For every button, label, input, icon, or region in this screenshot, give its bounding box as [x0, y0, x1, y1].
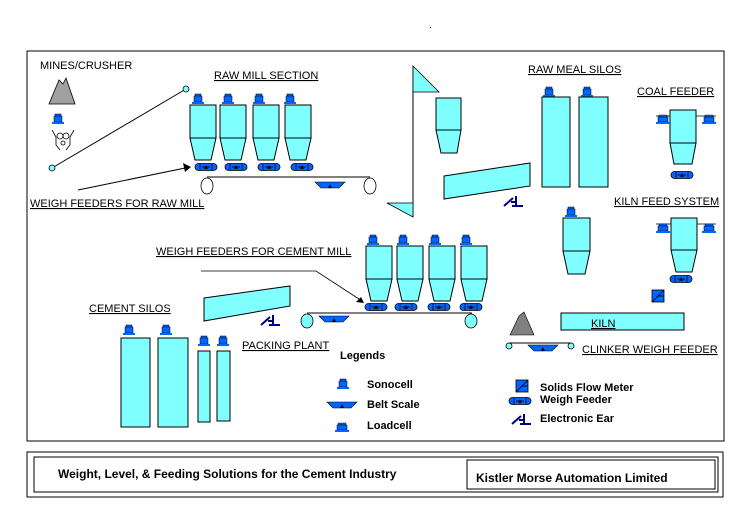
raw-meal-silo-1 [541, 96, 571, 188]
cyclone-hopper [435, 97, 462, 154]
legend-label-solids-flow-meter: Solids Flow Meter [540, 382, 634, 394]
kiln [560, 312, 685, 331]
legend-title: Legends [340, 350, 385, 362]
diagram-frame [26, 50, 725, 442]
legend-label-electronic-ear: Electronic Ear [540, 413, 615, 425]
solids-flow-meter-kiln [651, 289, 665, 303]
elevator-bottom-chute [386, 202, 414, 218]
sonocell-crusher [51, 113, 65, 125]
legend-label-belt-scale: Belt Scale [367, 399, 420, 411]
crusher [51, 129, 75, 151]
company-box [466, 459, 716, 490]
clinker-pile [509, 311, 535, 336]
label-kiln-feed-system: KILN FEED SYSTEM [614, 196, 719, 208]
cement-mill-weigh-feeders [364, 303, 483, 311]
inclined-conveyor [51, 88, 187, 169]
label-cement-silos: CEMENT SILOS [89, 303, 171, 315]
cement-mill-hoppers [365, 245, 488, 302]
label-clinker-weigh-feeder: CLINKER WEIGH FEEDER [582, 344, 718, 356]
weigh-feeder-kiln [669, 275, 693, 283]
loadcell-kiln-left [655, 223, 671, 233]
sonocell-raw-meal-1 [542, 86, 556, 98]
belt-scale-cement-mill [318, 315, 350, 323]
raw-mill-hoppers [189, 104, 312, 161]
footer-company: Kistler Morse Automation Limited [476, 471, 668, 485]
airslide-raw-meal [443, 162, 531, 200]
packing-bin-2 [216, 350, 231, 422]
legend-label-loadcell: Loadcell [367, 420, 412, 432]
cement-mill-sonocells [366, 234, 473, 246]
footer-tagline: Weight, Level, & Feeding Solutions for t… [58, 467, 397, 481]
raw-meal-silo-2 [578, 96, 609, 188]
kiln-feed-hopper [656, 217, 716, 273]
label-packing-plant: PACKING PLANT [242, 340, 329, 352]
belt-scale-raw-mill [314, 181, 346, 189]
sonocell-cement-silo-2 [159, 324, 173, 336]
label-raw-meal-silos: RAW MEAL SILOS [528, 64, 621, 76]
coal-feeder-hopper [656, 109, 716, 165]
cement-silo-1 [120, 337, 151, 428]
electronic-ear-icon [511, 413, 532, 425]
sonocell-raw-meal-2 [580, 86, 594, 98]
belt-scale-clinker [527, 344, 559, 352]
label-mines-crusher: MINES/CRUSHER [40, 60, 132, 72]
weigh-feeder-icon [508, 397, 532, 405]
label-coal-feeder: COAL FEEDER [637, 86, 714, 98]
cement-silo-2 [157, 337, 189, 428]
belt-scale-icon [326, 401, 358, 409]
legend-label-weigh-feeder: Weigh Feeder [540, 394, 613, 406]
label-weigh-feeders-cement-mill: WEIGH FEEDERS FOR CEMENT MILL [156, 246, 351, 258]
label-kiln: KILN [591, 318, 616, 330]
packing-bin-1 [197, 350, 211, 423]
sonocell-cement-silo-1 [122, 324, 136, 336]
label-weigh-feeders-raw-mill: WEIGH FEEDERS FOR RAW MILL [30, 198, 204, 210]
sonocell-packing-bin-2 [216, 335, 230, 347]
footer-outer-frame [26, 451, 724, 498]
kiln-feed-bin [562, 217, 591, 275]
label-raw-mill-section: RAW MILL SECTION [214, 70, 318, 82]
elevator-top-chute [412, 65, 440, 93]
airslide-packing [203, 285, 291, 322]
footer-inner-frame [33, 456, 719, 493]
loadcell-icon [334, 422, 350, 432]
solids-flow-meter-icon [515, 379, 529, 393]
loadcell-kiln-right [701, 223, 717, 233]
raw-mill-sonocells [191, 93, 297, 105]
sonocell-kiln-feed-bin [564, 206, 578, 218]
electronic-ear-raw-meal [503, 195, 524, 207]
raw-mill-weigh-feeders [194, 163, 314, 171]
electronic-ear-packing [260, 314, 281, 326]
sonocell-packing-bin-1 [197, 335, 211, 347]
weigh-feeder-coal [670, 171, 694, 179]
stockpile-mines [48, 76, 76, 105]
legend-label-sonocell: Sonocell [367, 379, 413, 391]
sonocell-icon [336, 378, 350, 390]
